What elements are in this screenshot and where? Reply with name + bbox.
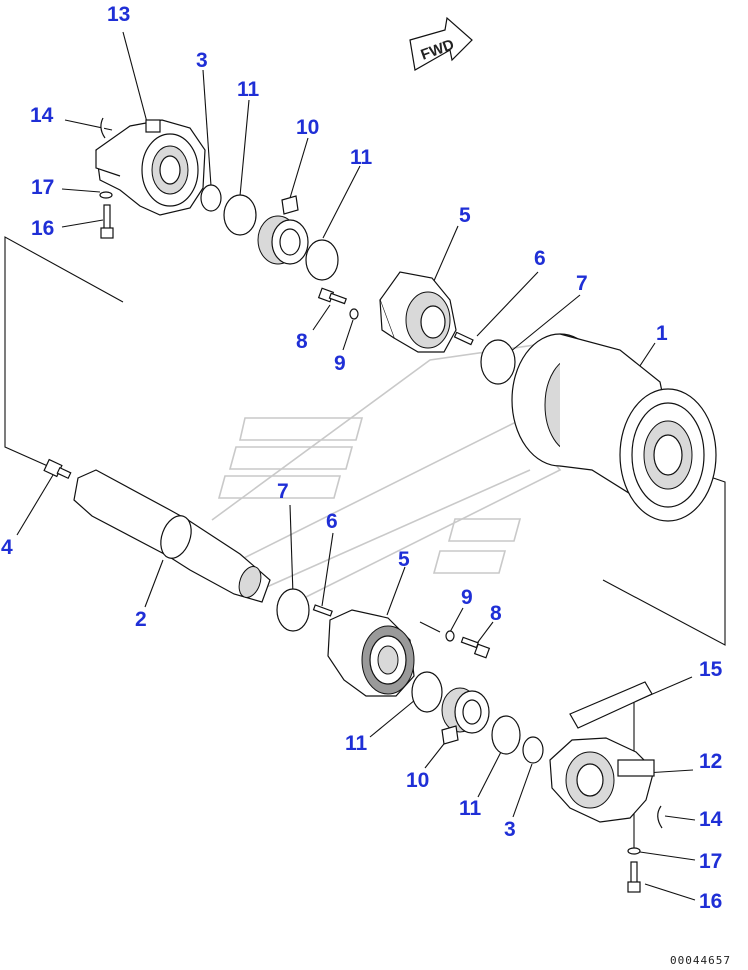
callout-11-upper-a: 11 — [237, 78, 260, 101]
callout-17-upper: 17 — [31, 176, 54, 199]
callout-9-upper: 9 — [334, 352, 346, 375]
floating-seal-10-upper — [257, 195, 309, 265]
pin-6-upper — [453, 331, 474, 346]
callout-8-upper: 8 — [296, 330, 308, 353]
callout-17-lower: 17 — [699, 850, 722, 873]
bolt-16-upper — [100, 204, 114, 239]
washer-17-upper — [99, 191, 113, 199]
callout-11-upper-b: 11 — [350, 146, 373, 169]
callout-4: 4 — [1, 536, 13, 559]
callout-labels: 13 3 14 11 10 11 17 16 5 6 7 1 8 9 7 6 4… — [1, 3, 723, 913]
washer-9-lower — [445, 630, 455, 642]
o-ring-11-lower — [411, 671, 443, 713]
o-ring-7-upper — [480, 339, 516, 385]
plate-15 — [569, 681, 653, 729]
callout-6-lower: 6 — [326, 510, 338, 533]
callout-9-lower: 9 — [461, 586, 473, 609]
housing-13 — [95, 119, 206, 216]
callout-13-upper: 13 — [107, 3, 130, 26]
o-ring-11-lower-2 — [491, 715, 521, 755]
washer-9-upper — [349, 308, 359, 320]
callout-5-upper: 5 — [459, 204, 471, 227]
roller-1 — [511, 333, 717, 522]
drawing-code: 00044657 — [670, 954, 731, 967]
callout-7-upper: 7 — [576, 272, 588, 295]
bolt-16-lower — [627, 861, 641, 893]
callout-3-lower: 3 — [504, 818, 516, 841]
plug-4 — [43, 458, 72, 480]
o-ring-7-lower — [276, 588, 310, 632]
callout-14-lower: 14 — [699, 808, 723, 831]
callout-12: 12 — [699, 750, 722, 773]
callout-14-upper: 14 — [30, 104, 54, 127]
callout-5-lower: 5 — [398, 548, 410, 571]
pin-6-lower — [312, 604, 333, 617]
callout-16-lower: 16 — [699, 890, 722, 913]
pin-14-lower — [657, 805, 663, 829]
callout-10-upper: 10 — [296, 116, 319, 139]
callout-3-upper: 3 — [196, 49, 208, 72]
callout-10-lower: 10 — [406, 769, 429, 792]
callout-1: 1 — [656, 322, 668, 345]
callout-2: 2 — [135, 608, 147, 631]
o-ring-11-upper — [223, 194, 257, 236]
callout-11-lower-b: 11 — [459, 797, 482, 820]
shaft-2 — [73, 469, 271, 603]
snap-ring-3-lower — [522, 736, 544, 764]
floating-seal-10-lower — [441, 687, 490, 745]
callout-7-lower: 7 — [277, 480, 289, 503]
washer-17-lower — [627, 847, 641, 855]
bolt-8-lower — [460, 636, 491, 659]
bolt-8-upper — [317, 287, 347, 305]
o-ring-11-upper-2 — [305, 239, 339, 281]
collar-5-upper — [379, 271, 457, 353]
callout-11-lower-a: 11 — [345, 732, 368, 755]
callout-8-lower: 8 — [490, 602, 502, 625]
snap-ring-3-upper — [200, 184, 222, 212]
pin-14-upper — [100, 117, 106, 139]
collar-5-lower — [327, 609, 415, 697]
callout-6-upper: 6 — [534, 247, 546, 270]
housing-12 — [549, 737, 655, 823]
forward-arrow-icon: FWD — [409, 16, 473, 71]
callout-16-upper: 16 — [31, 217, 54, 240]
callout-15: 15 — [699, 658, 723, 681]
